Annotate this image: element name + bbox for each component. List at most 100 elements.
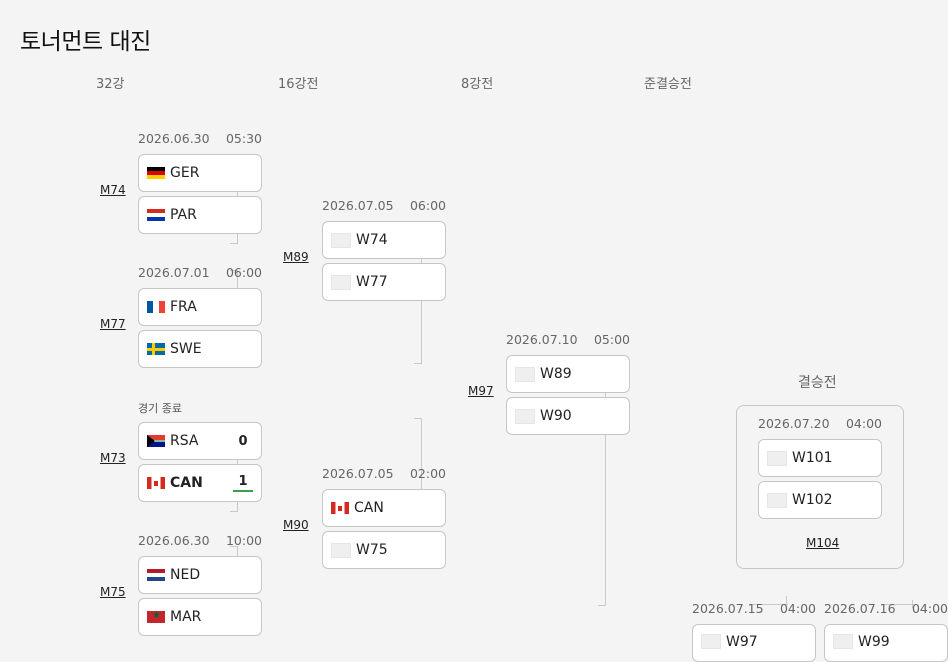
match-date: 2026.07.05 <box>322 198 394 213</box>
team-name: W90 <box>540 408 572 424</box>
match-meta-m102-clip: 2026.07.16 04:00 <box>824 601 948 621</box>
match-date: 2026.06.30 <box>138 533 210 548</box>
team-slot-can[interactable]: CAN 1 <box>138 464 262 502</box>
placeholder-flag-icon <box>767 492 787 508</box>
match-time: 04:00 <box>845 416 882 431</box>
team-name: RSA <box>170 433 199 449</box>
team-name: W97 <box>726 634 758 650</box>
round-label-32: 32강 <box>96 77 125 92</box>
match-time: 04:00 <box>911 601 948 616</box>
match-date: 2026.07.01 <box>138 265 210 280</box>
match-time: 10:00 <box>225 533 262 548</box>
connector-line <box>752 604 788 605</box>
match-date: 2026.07.05 <box>322 466 394 481</box>
team-slot-w97[interactable]: W97 <box>692 624 816 662</box>
team-slot-w102[interactable]: W102 <box>758 481 882 519</box>
team-name: W77 <box>356 274 388 290</box>
netherlands-flag-icon <box>147 569 165 581</box>
match-meta-m77: 2026.07.01 06:00 <box>138 265 262 280</box>
placeholder-flag-icon <box>767 450 787 466</box>
match-meta-m90: 2026.07.05 02:00 <box>322 466 446 481</box>
team-score: 0 <box>238 433 248 449</box>
connector-line <box>786 596 787 604</box>
team-slot-can-r16[interactable]: CAN <box>322 489 446 527</box>
team-name: W74 <box>356 232 388 248</box>
match-time: 06:00 <box>409 198 446 213</box>
match-meta-m104: 2026.07.20 04:00 <box>758 416 882 431</box>
team-slot-ned[interactable]: NED <box>138 556 262 594</box>
connector-line <box>912 600 913 608</box>
france-flag-icon <box>147 301 165 313</box>
match-date: 2026.07.16 <box>824 601 896 616</box>
team-slot-w90[interactable]: W90 <box>506 397 630 435</box>
team-name: W89 <box>540 366 572 382</box>
match-date: 2026.06.30 <box>138 131 210 146</box>
placeholder-flag-icon <box>331 542 351 558</box>
placeholder-flag-icon <box>701 634 721 649</box>
match-id-m77[interactable]: M77 <box>100 317 126 331</box>
team-slot-w74[interactable]: W74 <box>322 221 446 259</box>
germany-flag-icon <box>147 167 165 179</box>
placeholder-flag-icon <box>515 408 535 424</box>
match-id-m97[interactable]: M97 <box>468 384 494 398</box>
page-title: 토너먼트 대진 <box>20 29 151 55</box>
team-slot-w99[interactable]: W99 <box>824 624 948 662</box>
team-score: 1 <box>233 474 253 492</box>
team-slot-w89[interactable]: W89 <box>506 355 630 393</box>
team-slot-w99-clip: W99 <box>824 624 948 662</box>
match-date: 2026.07.20 <box>758 416 830 431</box>
round-label-qf: 8강전 <box>461 77 494 92</box>
placeholder-flag-icon <box>833 634 853 649</box>
match-time: 05:00 <box>593 332 630 347</box>
team-slot-mar[interactable]: MAR <box>138 598 262 636</box>
team-name: SWE <box>170 341 202 357</box>
team-name: W75 <box>356 542 388 558</box>
team-slot-w75[interactable]: W75 <box>322 531 446 569</box>
south-africa-flag-icon <box>147 435 165 447</box>
round-label-final: 결승전 <box>798 375 837 391</box>
match-meta-m89: 2026.07.05 06:00 <box>322 198 446 213</box>
team-slot-w77[interactable]: W77 <box>322 263 446 301</box>
morocco-flag-icon <box>147 609 165 623</box>
team-name: GER <box>170 165 200 181</box>
placeholder-flag-icon <box>331 232 351 248</box>
match-id-m90[interactable]: M90 <box>283 518 309 532</box>
round-label-16: 16강전 <box>278 77 319 92</box>
team-name: CAN <box>170 475 203 491</box>
match-id-m75[interactable]: M75 <box>100 585 126 599</box>
canada-flag-icon <box>331 502 349 514</box>
team-name: FRA <box>170 299 197 315</box>
match-time: 05:30 <box>225 131 262 146</box>
match-date: 2026.07.15 <box>692 601 764 616</box>
match-status: 경기 종료 <box>138 402 182 415</box>
team-name: NED <box>170 567 201 583</box>
canada-flag-icon <box>147 477 165 489</box>
match-id-m73[interactable]: M73 <box>100 451 126 465</box>
match-meta-m75: 2026.06.30 10:00 <box>138 533 262 548</box>
connector-line <box>884 604 914 605</box>
team-name: PAR <box>170 207 197 223</box>
match-id-m74[interactable]: M74 <box>100 183 126 197</box>
team-name: W102 <box>792 492 833 508</box>
sweden-flag-icon <box>147 343 165 355</box>
team-name: MAR <box>170 609 202 625</box>
team-name: CAN <box>354 500 384 516</box>
match-id-m104[interactable]: M104 <box>806 536 840 550</box>
team-slot-ger[interactable]: GER <box>138 154 262 192</box>
team-slot-rsa[interactable]: RSA 0 <box>138 422 262 460</box>
team-name: W101 <box>792 450 833 466</box>
placeholder-flag-icon <box>331 274 351 290</box>
match-time: 04:00 <box>779 601 816 616</box>
match-meta-m97: 2026.07.10 05:00 <box>506 332 630 347</box>
team-name: W99 <box>858 634 890 650</box>
team-slot-w101[interactable]: W101 <box>758 439 882 477</box>
match-id-m89[interactable]: M89 <box>283 250 309 264</box>
match-meta-m101: 2026.07.15 04:00 <box>692 601 816 616</box>
team-slot-swe[interactable]: SWE <box>138 330 262 368</box>
match-date: 2026.07.10 <box>506 332 578 347</box>
team-slot-fra[interactable]: FRA <box>138 288 262 326</box>
paraguay-flag-icon <box>147 209 165 221</box>
team-slot-par[interactable]: PAR <box>138 196 262 234</box>
match-meta-m102: 2026.07.16 04:00 <box>824 601 948 616</box>
placeholder-flag-icon <box>515 366 535 382</box>
